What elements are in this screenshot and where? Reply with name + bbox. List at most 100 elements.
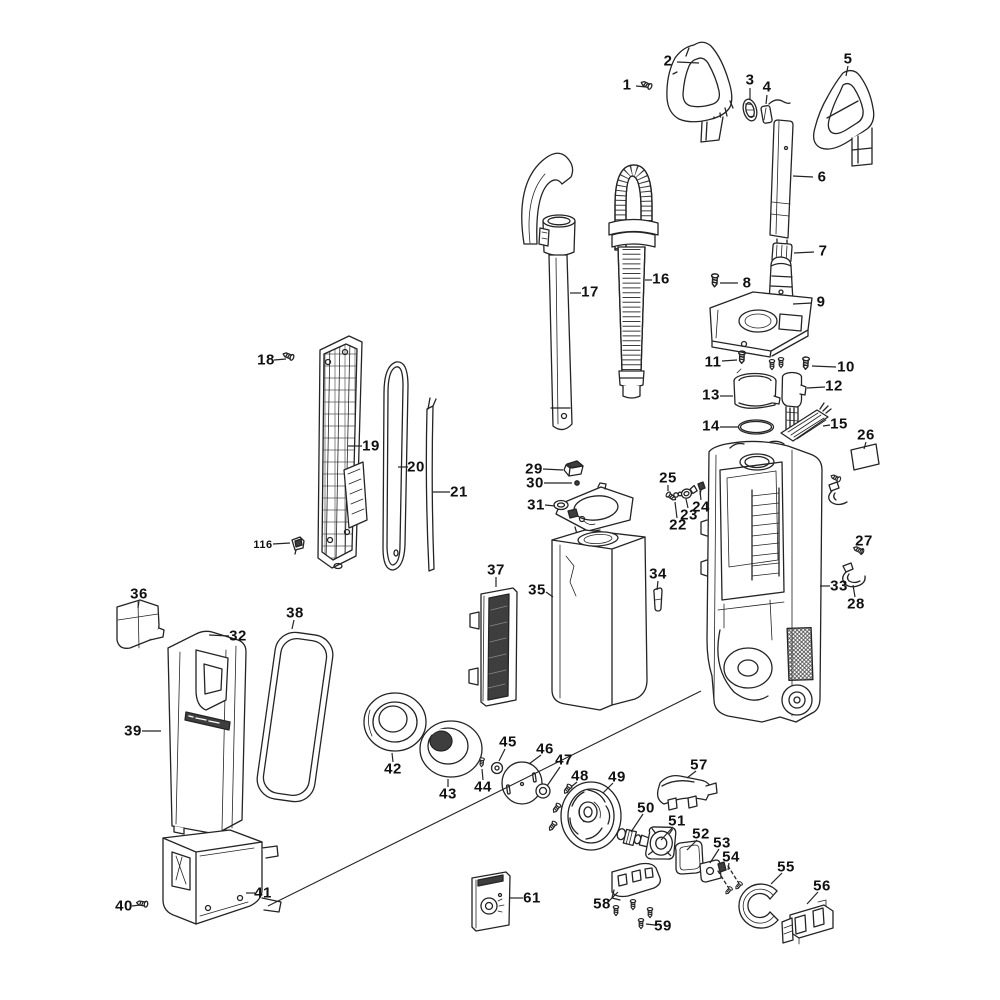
part-31-top-plate (553, 482, 634, 535)
part-44-screw (478, 757, 486, 768)
callout-50: 50 (637, 799, 655, 817)
leader-line-58 (608, 891, 619, 902)
leader-line-53 (709, 848, 720, 864)
part-13-collar (733, 368, 781, 409)
callout-1: 1 (622, 76, 632, 94)
callout-18: 18 (257, 351, 275, 369)
callout-45: 45 (499, 733, 517, 751)
leader-line-38 (291, 619, 295, 630)
part-8-screw (710, 272, 720, 288)
part-2-upper-handle (666, 41, 734, 143)
leader-line-47 (546, 766, 561, 787)
leader-line-23 (685, 498, 689, 509)
leader-line-2 (676, 61, 700, 64)
leader-line-48 (570, 781, 578, 788)
leader-line-24 (699, 490, 702, 501)
leader-line-12 (806, 386, 826, 389)
callout-20: 20 (407, 458, 425, 476)
part-59-screw (637, 917, 645, 930)
leader-line-54 (727, 862, 730, 871)
callout-54: 54 (722, 848, 740, 866)
leader-line-35 (545, 591, 554, 598)
part-33-main-body (700, 440, 823, 723)
leader-line-40 (131, 904, 141, 907)
callout-55: 55 (777, 858, 795, 876)
callout-41: 41 (254, 884, 272, 902)
callout-53: 53 (713, 834, 731, 852)
clamp-upper (828, 472, 848, 506)
part-55-belt (738, 883, 779, 929)
callout-25: 25 (659, 469, 677, 487)
leader-line-11 (721, 359, 738, 362)
part-54-screws (717, 865, 744, 896)
leader-line-29 (542, 468, 564, 471)
part-58-base-bracket (611, 862, 662, 919)
part-50-armature (616, 828, 655, 848)
callout-49: 49 (608, 768, 626, 786)
callout-23: 23 (680, 506, 698, 524)
part-25-screw-cluster (664, 481, 706, 503)
part-42-ring (363, 692, 427, 752)
part-14-oring (737, 419, 775, 435)
part-37-filter (468, 587, 518, 707)
leader-line-59 (645, 923, 656, 926)
callout-57: 57 (690, 756, 708, 774)
callout-35: 35 (528, 581, 546, 599)
leader-line-51 (660, 826, 674, 841)
callout-14: 14 (702, 417, 720, 435)
leader-line-55 (770, 872, 783, 885)
assembly-connector-line (267, 690, 702, 907)
callout-38: 38 (286, 604, 304, 622)
screw (768, 358, 776, 371)
leader-line-26 (863, 441, 867, 450)
screw (777, 356, 785, 369)
part-45-washer (490, 761, 504, 775)
callout-8: 8 (742, 274, 752, 292)
callout-10: 10 (837, 358, 855, 376)
part-39-front-cover (167, 630, 247, 839)
callout-36: 36 (130, 585, 148, 603)
leader-line-7 (793, 251, 815, 254)
leader-line-50 (630, 813, 644, 833)
callout-33: 33 (830, 577, 848, 595)
part-17-wand (521, 152, 576, 431)
part-47-nut (535, 783, 551, 799)
part-46-disc (501, 761, 543, 805)
part-1-screw (639, 79, 654, 91)
leader-line-36 (137, 600, 140, 609)
callout-47: 47 (555, 751, 573, 769)
leader-line-28 (852, 584, 856, 598)
callout-9: 9 (816, 293, 826, 311)
callout-34: 34 (649, 565, 667, 583)
part-4-clip (760, 99, 791, 124)
callout-13: 13 (702, 386, 720, 404)
part-34-pin (653, 587, 663, 612)
part-30-screw-dot (574, 480, 580, 486)
part-35-dust-cup (551, 529, 648, 711)
callout-48: 48 (571, 767, 589, 785)
callout-43: 43 (439, 785, 457, 803)
callout-2: 2 (663, 52, 673, 70)
callout-31: 31 (527, 496, 545, 514)
leader-line-44 (481, 768, 484, 781)
callout-7: 7 (818, 242, 828, 260)
leader-line-45 (498, 748, 506, 762)
leader-line-34 (656, 580, 659, 591)
part-51-motor-end (645, 826, 677, 860)
part-3-button (742, 98, 758, 122)
callout-30: 30 (526, 474, 544, 492)
part-38-gasket (256, 631, 334, 803)
callout-52: 52 (692, 825, 710, 843)
callout-37: 37 (487, 561, 505, 579)
part-52-gasket (674, 840, 704, 875)
callout-28: 28 (847, 595, 865, 613)
callout-51: 51 (668, 812, 686, 830)
callout-32: 32 (229, 627, 247, 645)
leader-line-22 (674, 501, 678, 519)
part-41-lower-housing (162, 829, 282, 925)
leader-line-116 (272, 542, 291, 545)
callout-3: 3 (745, 71, 755, 89)
callout-44: 44 (474, 778, 492, 796)
callout-15: 15 (830, 415, 848, 433)
leader-line-1 (635, 85, 647, 88)
